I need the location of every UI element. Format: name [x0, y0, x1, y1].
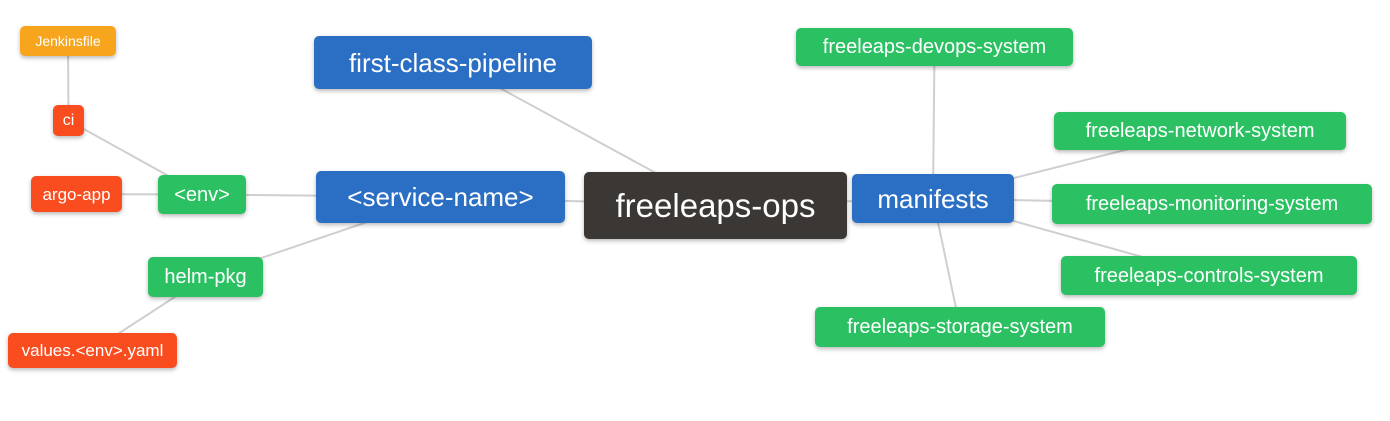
- node-service-name[interactable]: <service-name>: [316, 171, 565, 223]
- node-jenkinsfile[interactable]: Jenkinsfile: [20, 26, 116, 56]
- node-values-env-yaml[interactable]: values.<env>.yaml: [8, 333, 177, 368]
- node-env[interactable]: <env>: [158, 175, 246, 214]
- edge-manifests--devops-system: [932, 46, 936, 199]
- node-network-system[interactable]: freeleaps-network-system: [1054, 112, 1346, 150]
- node-monitoring-system[interactable]: freeleaps-monitoring-system: [1052, 184, 1372, 224]
- node-manifests[interactable]: manifests: [852, 174, 1014, 223]
- node-devops-system[interactable]: freeleaps-devops-system: [796, 28, 1073, 66]
- node-storage-system[interactable]: freeleaps-storage-system: [815, 307, 1105, 347]
- node-controls-system[interactable]: freeleaps-controls-system: [1061, 256, 1357, 295]
- node-freeleaps-ops[interactable]: freeleaps-ops: [584, 172, 847, 239]
- node-helm-pkg[interactable]: helm-pkg: [148, 257, 263, 297]
- node-first-class-pipeline[interactable]: first-class-pipeline: [314, 36, 592, 89]
- node-argo-app[interactable]: argo-app: [31, 176, 122, 212]
- node-ci[interactable]: ci: [53, 105, 84, 136]
